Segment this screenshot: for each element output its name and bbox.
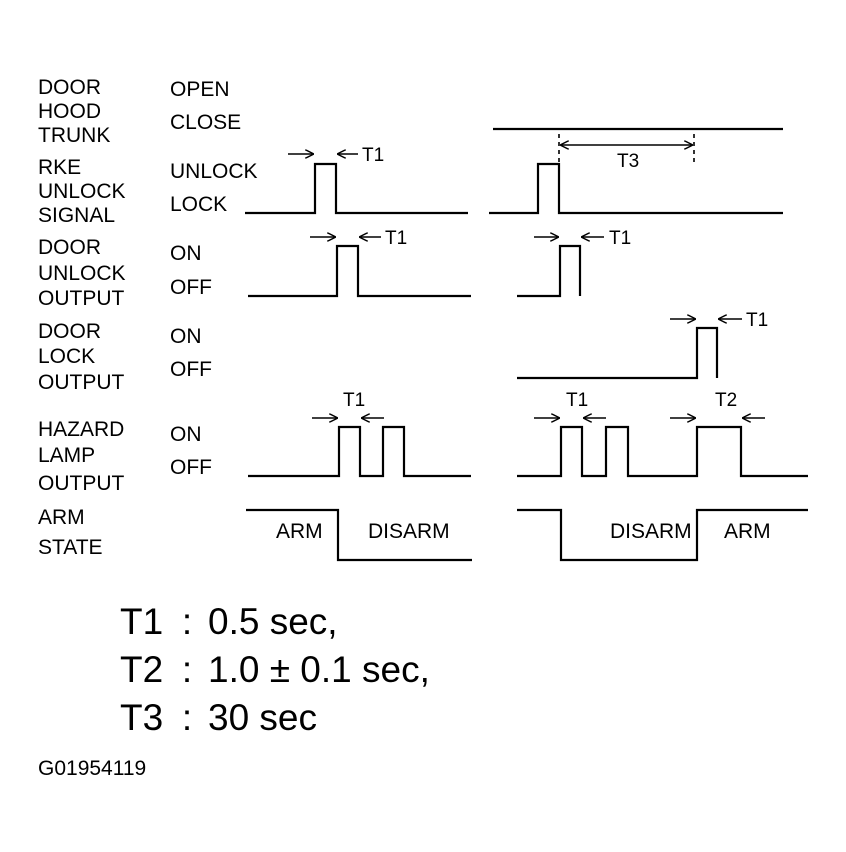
unlock-out-label-1: DOOR bbox=[38, 236, 101, 259]
rke-unlock-level: UNLOCK bbox=[170, 160, 258, 183]
arm-label-2: STATE bbox=[38, 536, 103, 559]
unlock-right-t1-label: T1 bbox=[609, 228, 631, 249]
door-open-level: OPEN bbox=[170, 78, 230, 101]
signal-labels: DOOR HOOD TRUNK RKE UNLOCK SIGNAL DOOR U… bbox=[38, 76, 126, 559]
lock-t1-label: T1 bbox=[746, 310, 768, 331]
rke-label-2: UNLOCK bbox=[38, 180, 126, 203]
hazard-label-1: HAZARD bbox=[38, 418, 124, 441]
unlock-waveform-left bbox=[248, 244, 471, 298]
arm-state-labels: ARM DISARM DISARM ARM bbox=[276, 520, 771, 543]
arm-label-1: ARM bbox=[38, 506, 85, 529]
door-label-3: TRUNK bbox=[38, 124, 110, 147]
rke-waveform-left bbox=[245, 162, 468, 215]
door-label-1: DOOR bbox=[38, 76, 101, 99]
lock-on-level: ON bbox=[170, 325, 202, 348]
hazard-left-t1-label: T1 bbox=[343, 390, 365, 411]
hazard-waveform-right bbox=[517, 425, 808, 478]
rke-lock-level: LOCK bbox=[170, 193, 227, 216]
legend-t1-name: T1 bbox=[120, 601, 164, 642]
t3-label: T3 bbox=[617, 151, 639, 172]
arm-right-label: ARM bbox=[724, 520, 771, 543]
door-close-level: CLOSE bbox=[170, 111, 241, 134]
rke-t1-label: T1 bbox=[362, 145, 384, 166]
legend-t3-sep: : bbox=[181, 697, 193, 738]
hazard-right-t1-label: T1 bbox=[566, 390, 588, 411]
unlock-left-t1-label: T1 bbox=[385, 228, 407, 249]
hazard-t2-label: T2 bbox=[715, 390, 737, 411]
hazard-label-3: OUTPUT bbox=[38, 472, 125, 495]
arm-left-label: ARM bbox=[276, 520, 323, 543]
hazard-waveform-left bbox=[248, 425, 471, 478]
unlock-off-level: OFF bbox=[170, 276, 212, 299]
lock-waveform bbox=[517, 326, 719, 380]
door-label-2: HOOD bbox=[38, 100, 101, 123]
legend-t2-name: T2 bbox=[120, 649, 164, 690]
legend-row-t2: T2:1.0 ± 0.1 sec, bbox=[120, 646, 430, 694]
waveforms bbox=[245, 127, 808, 562]
legend-row-t3: T3:30 sec bbox=[120, 694, 430, 742]
rke-label-3: SIGNAL bbox=[38, 204, 115, 227]
legend-t3-value: 30 sec bbox=[208, 697, 318, 738]
arm-waveform-left bbox=[246, 508, 472, 562]
rke-waveform-right bbox=[489, 162, 783, 215]
unlock-on-level: ON bbox=[170, 242, 202, 265]
arm-waveform-right bbox=[517, 508, 808, 562]
legend-t2-value: 1.0 ± 0.1 sec, bbox=[208, 649, 430, 690]
hazard-on-level: ON bbox=[170, 423, 202, 446]
guides bbox=[558, 134, 695, 166]
legend-t3-name: T3 bbox=[120, 697, 164, 738]
timing-arrows: T1 T3 T1 T1 T1 T1 T1 T2 bbox=[288, 145, 768, 418]
legend-row-t1: T1:0.5 sec, bbox=[120, 598, 430, 646]
lock-out-label-3: OUTPUT bbox=[38, 371, 125, 394]
rke-label-1: RKE bbox=[38, 156, 81, 179]
legend-t1-sep: : bbox=[181, 601, 193, 642]
level-labels: OPEN CLOSE UNLOCK LOCK ON OFF ON OFF ON … bbox=[170, 78, 258, 479]
timing-legend: T1:0.5 sec, T2:1.0 ± 0.1 sec, T3:30 sec bbox=[120, 598, 430, 742]
unlock-out-label-2: UNLOCK bbox=[38, 262, 126, 285]
legend-t2-sep: : bbox=[181, 649, 193, 690]
lock-out-label-2: LOCK bbox=[38, 345, 95, 368]
lock-off-level: OFF bbox=[170, 358, 212, 381]
hazard-label-2: LAMP bbox=[38, 444, 95, 467]
lock-out-label-1: DOOR bbox=[38, 320, 101, 343]
hazard-off-level: OFF bbox=[170, 456, 212, 479]
unlock-out-label-3: OUTPUT bbox=[38, 287, 125, 310]
figure-id: G01954119 bbox=[38, 757, 147, 780]
disarm-left-label: DISARM bbox=[368, 520, 450, 543]
timing-diagram: DOOR HOOD TRUNK RKE UNLOCK SIGNAL DOOR U… bbox=[38, 76, 808, 562]
legend-t1-value: 0.5 sec, bbox=[208, 601, 338, 642]
unlock-waveform-right bbox=[517, 244, 582, 298]
disarm-right-label: DISARM bbox=[610, 520, 692, 543]
